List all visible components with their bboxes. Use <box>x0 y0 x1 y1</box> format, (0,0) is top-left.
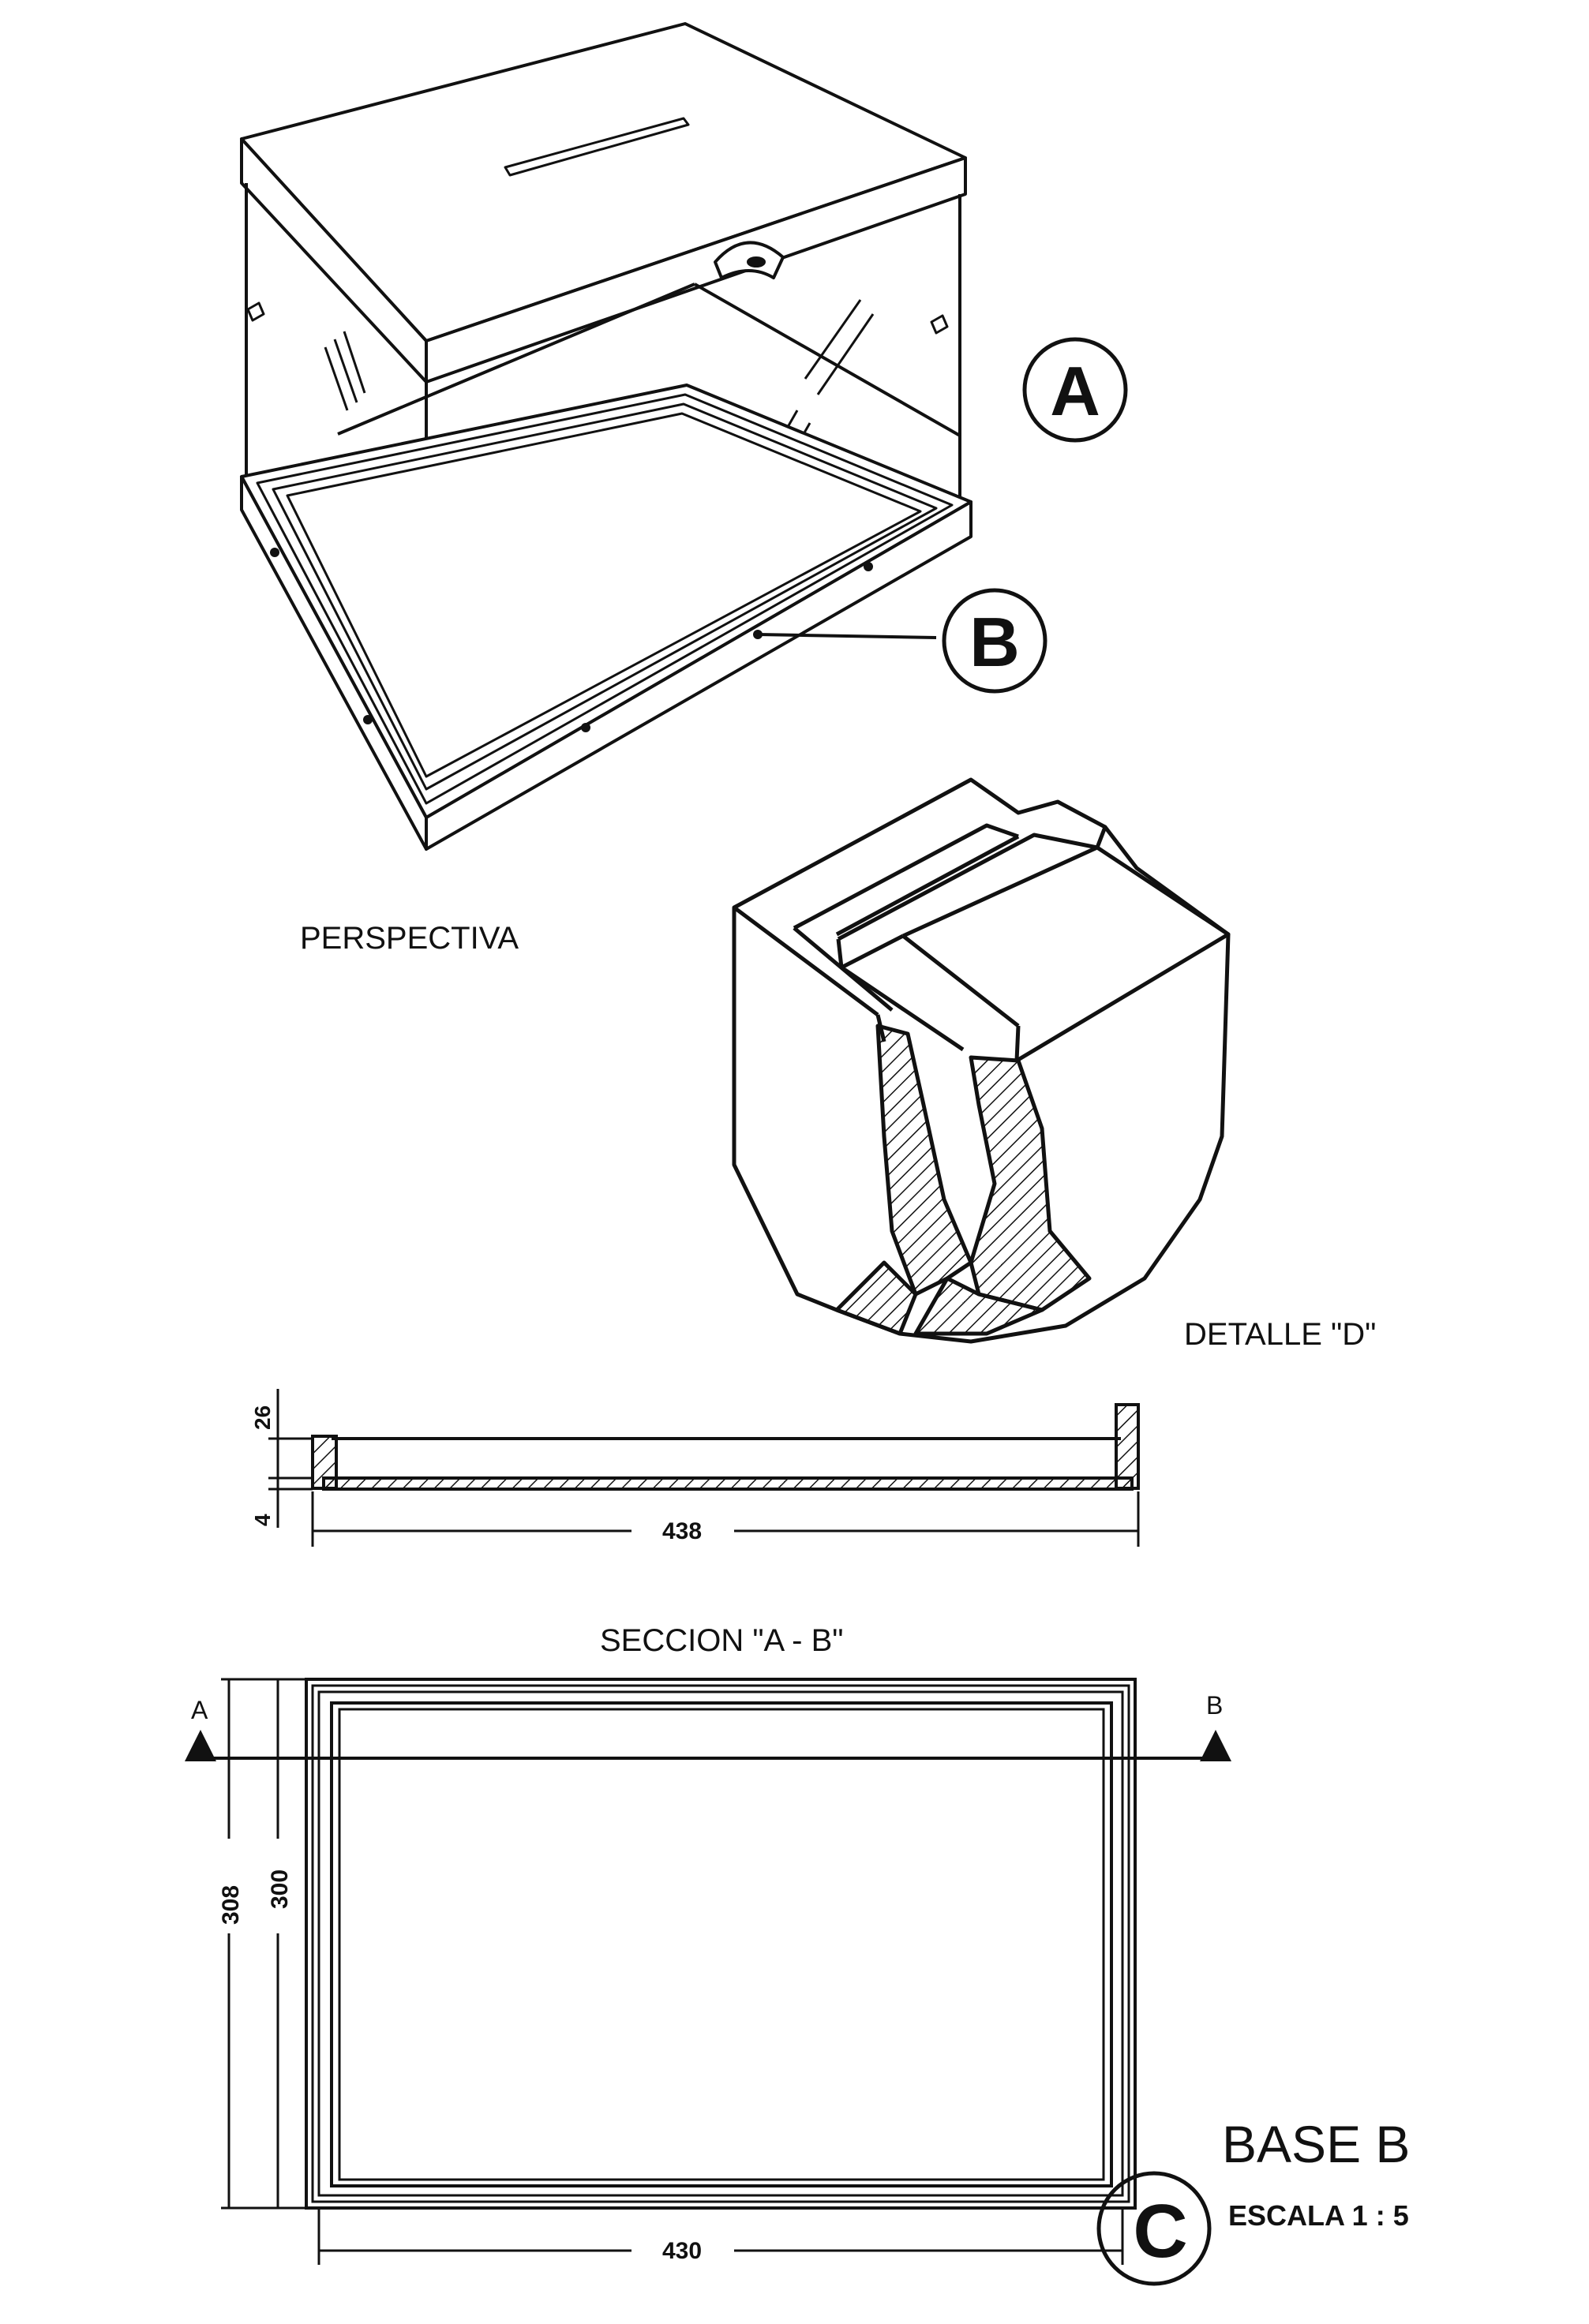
section-a-b-view <box>268 1389 1140 1547</box>
plan-outer-width-dim: 308 <box>218 1885 244 1925</box>
section-overall-length-dim: 438 <box>662 1518 702 1544</box>
detail-d-view <box>732 777 1231 1344</box>
callout-c-letter: C <box>1133 2189 1187 2273</box>
detail-d-label: DETALLE "D" <box>1184 1317 1376 1352</box>
section-left-wall <box>311 1435 338 1490</box>
callout-c: C <box>1096 2171 1212 2286</box>
callout-b: B <box>942 588 1047 694</box>
section-floor-thickness-dim: 4 <box>250 1514 275 1526</box>
plan-inner-length-dim: 430 <box>662 2238 702 2264</box>
cut-end-label: B <box>1206 1691 1223 1720</box>
drawing-title: BASE B <box>1222 2115 1410 2173</box>
leader-line-b <box>757 633 937 639</box>
callout-a: A <box>1022 337 1128 443</box>
plan-inner-edge <box>330 1701 1113 2187</box>
box-lid <box>240 22 967 384</box>
callout-b-letter: B <box>969 603 1020 681</box>
drawing-scale: ESCALA 1 : 5 <box>1228 2199 1409 2232</box>
section-floor-slab <box>322 1476 1134 1491</box>
box-base <box>240 384 973 851</box>
perspective-view <box>240 22 973 851</box>
plan-view <box>185 1678 1231 2265</box>
plan-outer-edge <box>305 1678 1137 2210</box>
plan-inner-width-dim: 300 <box>267 1869 293 1909</box>
section-right-wall <box>1115 1403 1140 1490</box>
cut-start-label: A <box>191 1696 208 1724</box>
section-label: SECCION "A - B" <box>600 1623 843 1658</box>
section-wall-height-dim: 26 <box>250 1405 275 1430</box>
callout-a-letter: A <box>1050 352 1100 430</box>
perspective-label: PERSPECTIVA <box>300 921 519 956</box>
